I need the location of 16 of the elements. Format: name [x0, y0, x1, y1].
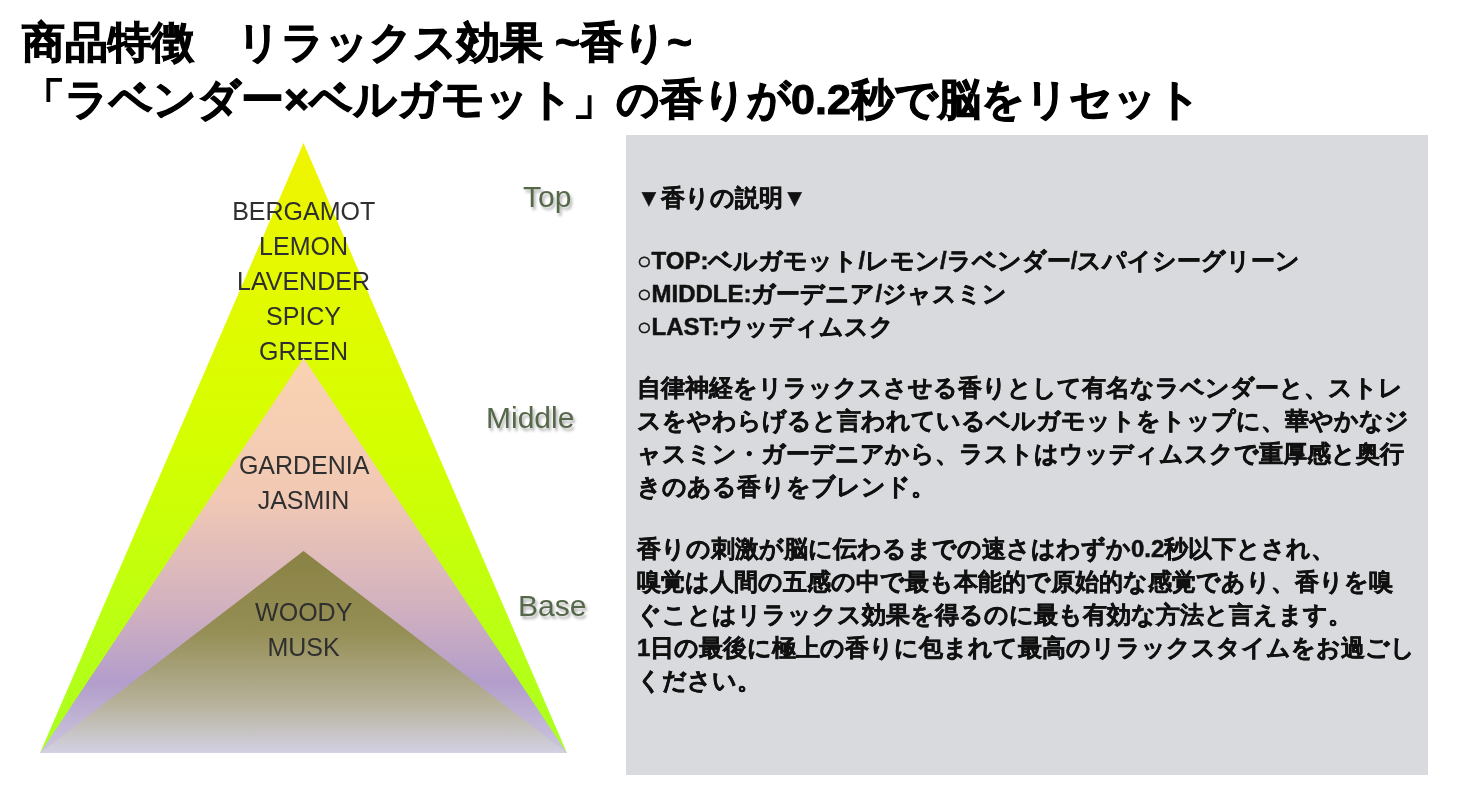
description-paragraph: 嗅覚は人間の五感の中で最も本能的で原始的な感覚であり、香りを嗅ぐことはリラックス効果を得るのに最も有効な方法と言えます。: [637, 567, 1394, 630]
tier-label: Top: [523, 179, 572, 215]
scent-notes-text: WOODY MUSK: [255, 597, 352, 663]
note-list-item: ○MIDDLE:ガーデニア/ジャスミン: [637, 279, 1009, 309]
page-title: 商品特徴 リラックス効果 ~香り~: [22, 17, 693, 68]
description-paragraph: 香りの刺激が脳に伝わるまでの速さはわずか0.2秒以下とされ、: [637, 534, 1337, 565]
tier-label: Middle: [486, 400, 575, 436]
scent-notes-text: GARDENIA JASMIN: [238, 450, 369, 516]
note-list-item: ○LAST:ウッディムスク: [637, 312, 896, 342]
subtitle: 「ラベンダー×ベルガモット」の香りが0.2秒で脳をリセット: [22, 74, 1201, 125]
description-paragraph: 1日の最後に極上の香りに包まれて最高のリラックスタイムをお過ごしください。: [637, 633, 1417, 696]
description-panel: [626, 135, 1428, 775]
tier-label: Base: [518, 588, 587, 624]
note-list-item: ○TOP:ベルガモット/レモン/ラベンダー/スパイシーグリーン: [637, 246, 1302, 276]
description-paragraph: 自律神経をリラックスさせる香りとして有名なラベンダーと、ストレスをやわらげると言われているベルガモットをトップに、華やかなジャスミン・ガーデニアから、ラストはウッディムスクで重厚感と奥行きのある香りをブレンド。: [637, 373, 1410, 502]
section-heading: ▼香りの説明▼: [637, 183, 808, 213]
